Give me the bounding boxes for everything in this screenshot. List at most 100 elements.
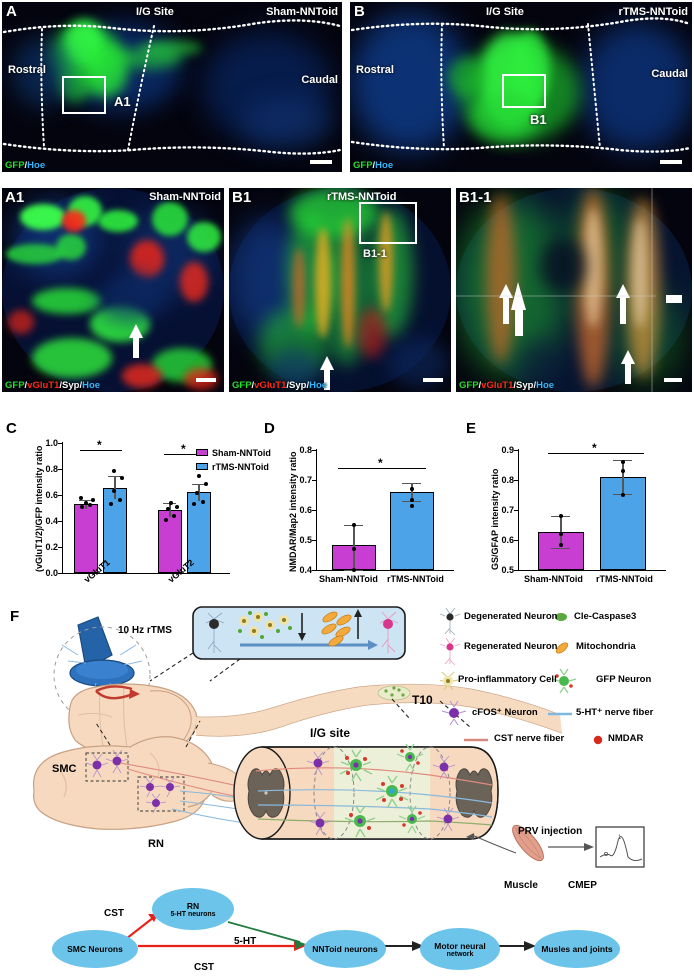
chart-C-ytick-2: 0.4 (45, 516, 58, 526)
chart-E-yaxis (518, 449, 520, 571)
flow-node-nntoid: NNToid neurons (304, 930, 386, 968)
degenerated-neuron-icon (446, 613, 454, 621)
chart-D-cat-rtms: rTMS-NNToid (387, 574, 444, 584)
panel-A-scalebar (310, 160, 332, 164)
panel-letter-A1: A1 (5, 189, 25, 206)
panel-F-rn-label: RN (148, 838, 164, 850)
chart-C-legend-swatch-sham (196, 449, 208, 456)
panel-A-channel-labels: GFP/Hoe (5, 160, 46, 171)
legend-label-mitochondria: Mitochondria (576, 641, 636, 652)
chart-C-yaxis (62, 442, 64, 574)
panel-F-muscle-label: Muscle (504, 880, 538, 891)
panel-B-group: rTMS-NNToid (618, 6, 688, 18)
chart-E-xaxis (518, 570, 666, 572)
chart-D-ytick-3: 0.7 (299, 475, 312, 485)
chart-C-star-vglut1: * (97, 438, 102, 452)
chart-E-ytick-4: 0.9 (501, 445, 514, 455)
flow-node-muscle-label: Musles and joints (541, 944, 613, 954)
panel-F-legend-icons (440, 607, 577, 726)
panel-B1-1-image: B1-1 GFP/vGluT1/Syp/Hoe (456, 188, 692, 392)
panel-A-title: I/G Site (136, 6, 174, 18)
chart-C-sigline-vglut1 (80, 450, 122, 452)
chart-D: D NMDAR/Map2 intensity ratio 0.4 0.5 0.6… (258, 420, 458, 595)
channel-gfp: GFP (5, 380, 25, 391)
flow-edge-label-5ht: 5-HT (234, 936, 257, 947)
panel-B-roi-tag: B1 (530, 112, 547, 127)
channel-hoe: Hoe (27, 160, 46, 171)
channel-hoe: Hoe (309, 380, 328, 391)
flow-node-motor: Motor neural network (420, 928, 500, 970)
chart-E-ytick-1: 0.6 (501, 535, 514, 545)
panel-letter-B1-1: B1-1 (459, 189, 492, 206)
chart-C-ytick-3: 0.6 (45, 490, 58, 500)
panel-B-title: I/G Site (486, 6, 524, 18)
panel-B1-group: rTMS-NNToid (327, 191, 397, 203)
panel-B-outline (350, 17, 692, 153)
flow-node-nntoid-label: NNToid neurons (312, 944, 378, 954)
channel-vglut1: vGluT1 (27, 380, 60, 391)
panel-F-letter: F (10, 608, 20, 625)
channel-hoe: Hoe (375, 160, 394, 171)
chart-C-ytick-1: 0.2 (45, 542, 58, 552)
flow-node-motor-label: Motor neural (434, 940, 486, 951)
mitochondria-icon (555, 642, 569, 654)
chart-C-legend-swatch-rtms (196, 463, 208, 470)
panel-F-level-label: T10 (412, 693, 433, 707)
chart-C-legend-label-rtms: rTMS-NNToid (212, 462, 269, 472)
chart-E-cat-rtms: rTMS-NNToid (596, 574, 653, 584)
channel-vglut1: vGluT1 (481, 380, 514, 391)
legend-label-nmdar: NMDAR (608, 733, 644, 744)
panel-A1-scalebar (196, 378, 216, 382)
panel-B1-channel-labels: GFP/vGluT1/Syp/Hoe (232, 380, 328, 391)
chart-E-sigline (548, 453, 644, 455)
legend-label-cle-caspase3: Cle-Caspase3 (574, 611, 637, 622)
chart-D-sigline (338, 468, 426, 470)
chart-C-bar-vglut2-sham (158, 510, 182, 573)
nmdar-icon (593, 735, 603, 745)
chart-D-ytick-4: 0.8 (299, 445, 312, 455)
flow-node-rn-label: RN (186, 900, 200, 911)
chart-C-xaxis (62, 573, 230, 575)
legend-label-cst-nerve-fiber: CST nerve fiber (494, 733, 565, 744)
panel-A-outline (2, 19, 342, 155)
panel-letter-A: A (6, 3, 17, 20)
chart-D-letter: D (264, 420, 275, 437)
regenerated-neuron-icon (446, 643, 454, 651)
panel-F-prv-label: PRV injection (518, 826, 583, 837)
flow-node-motor-sublabel: network (446, 950, 474, 958)
panel-B1-1-scalebar (664, 378, 682, 382)
panel-A-roi-box (62, 76, 106, 114)
chart-D-star: * (378, 456, 383, 470)
svg-text:1: 1 (618, 835, 622, 841)
chart-C-letter: C (6, 420, 17, 437)
panel-B1-image: B1 rTMS-NNToid B1-1 GFP/vGluT1/Syp/Hoe (229, 188, 451, 392)
panel-A-rostral: Rostral (8, 64, 46, 76)
legend-label-5ht-nerve-fiber: 5-HT⁺ nerve fiber (576, 707, 654, 718)
panel-B1-roi-tag: B1-1 (363, 248, 387, 260)
channel-gfp: GFP (459, 380, 479, 391)
pro-inflammatory-cell-icon (440, 671, 460, 691)
panel-F-schematic: 1 (32, 606, 645, 868)
panel-F-cmep-label: CMEP (568, 880, 597, 891)
chart-D-ytick-2: 0.6 (299, 505, 312, 515)
flow-node-smc-label: SMC Neurons (67, 944, 123, 954)
chart-C-bar-vglut1-rtms (103, 487, 127, 573)
chart-E: E GS/GFAP intensity ratio 0.5 0.6 0.7 0.… (458, 420, 688, 595)
channel-gfp: GFP (353, 160, 373, 171)
panel-A-roi-tag: A1 (114, 94, 131, 109)
legend-label-regenerated-neuron: Regenerated Neuron (464, 641, 558, 652)
chart-D-ytick-0: 0.4 (299, 565, 312, 575)
chart-D-yaxis (316, 449, 318, 571)
flow-edge-label-cst-top: CST (104, 908, 124, 919)
panel-F-smc-label: SMC (52, 763, 77, 775)
panel-B1-roi-box (359, 202, 417, 244)
panel-F-site-label: I/G site (310, 726, 351, 740)
panel-A-group: Sham-NNToid (266, 6, 338, 18)
chart-C-legend-label-sham: Sham-NNToid (212, 448, 271, 458)
chart-E-ytick-3: 0.8 (501, 475, 514, 485)
chart-C-star-vglut2: * (181, 442, 186, 456)
gfp-neuron-icon (551, 668, 577, 694)
channel-syp: Syp (62, 380, 80, 391)
panel-B-caudal: Caudal (651, 68, 688, 80)
panel-B-scalebar (660, 160, 682, 164)
